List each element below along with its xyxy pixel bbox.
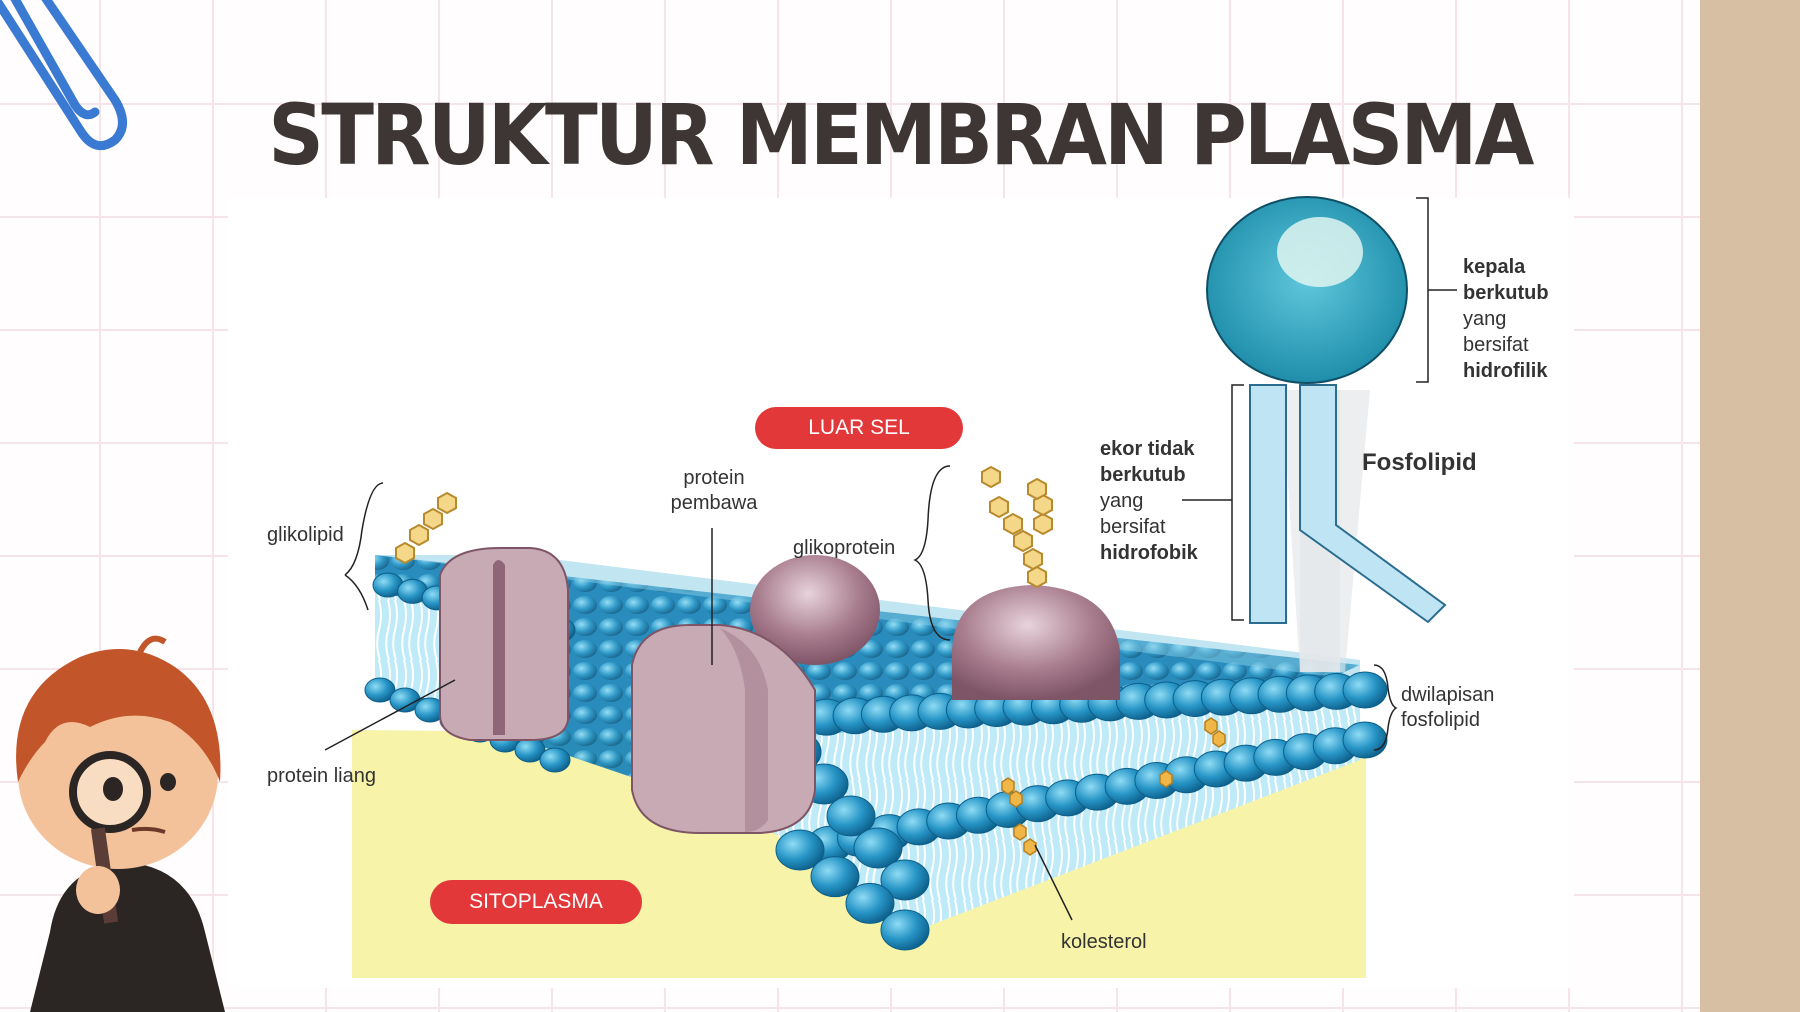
kolesterol-line [1034,844,1073,921]
slide-title: STRUKTUR MEMBRAN PLASMA [268,86,1534,184]
tail-line4: bersifat [1100,516,1166,538]
phospholipid-tail-right [1299,384,1447,624]
lipid-head [880,909,930,951]
phospholipid-tail-label: ekor tidak berkutub yang bersifat hidrof… [1100,436,1198,566]
label-glikolipid: glikolipid [267,524,344,546]
lipid-head [853,827,903,869]
head-line3: yang [1463,308,1507,330]
lipid-head [1342,721,1388,759]
label-kolesterol: kolesterol [1061,931,1147,953]
peripheral-protein [750,555,880,665]
label-protein-pembawa-line2: pembawa [670,492,758,514]
label-dwilapisan: dwilapisan fosfolipid [1401,683,1494,733]
tail-line5: hidrofobik [1100,542,1198,564]
side-strip [1700,0,1800,1012]
label-dwilapisan-line2: fosfolipid [1401,709,1480,731]
head-line4: bersifat [1463,334,1529,356]
lipid-head [810,856,860,898]
lipid-head [389,687,421,713]
tail-line2: berkutub [1100,464,1186,486]
dwilapisan-bracket [1373,664,1398,751]
lipid-head [775,829,825,871]
label-protein-pembawa: protein pembawa [654,466,774,516]
head-line1: kepala [1463,256,1526,278]
label-protein-pembawa-line1: protein [683,467,745,489]
glikolipid-bracket [344,482,384,611]
paperclip-icon [0,0,127,151]
protein-liang-line [324,679,456,751]
lipid-head [826,795,876,837]
lipid-head [845,882,895,924]
carrier-protein [631,624,816,834]
tail-line1: ekor tidak [1100,438,1195,460]
lipid-head [1342,671,1388,709]
phospholipid-title: Fosfolipid [1362,449,1477,476]
glycoprotein-dome [952,585,1120,700]
outside-cell-label: LUAR SEL [755,407,963,449]
label-dwilapisan-line1: dwilapisan [1401,684,1495,706]
magnifier-kid-illustration [16,635,225,1012]
phospholipid-head-label: kepala berkutub yang bersifat hidrofilik [1463,254,1549,384]
tail-line3: yang [1100,490,1144,512]
head-line2: berkutub [1463,282,1549,304]
glycoprotein-chain [981,465,1053,589]
head-line5: hidrofilik [1463,360,1548,382]
phospholipid-tail-left [1249,384,1287,624]
lipid-head [539,747,571,773]
glycolipid-chain [395,491,457,565]
glikoprotein-bracket [913,465,951,641]
label-protein-liang: protein liang [267,765,376,787]
lipid-head [364,677,396,703]
channel-protein [439,547,569,741]
label-glikoprotein: glikoprotein [793,537,896,559]
cytoplasm-label: SITOPLASMA [430,880,642,924]
phospholipid-inset [1182,196,1457,672]
cholesterol [1001,717,1226,856]
lipid-head [880,859,930,901]
